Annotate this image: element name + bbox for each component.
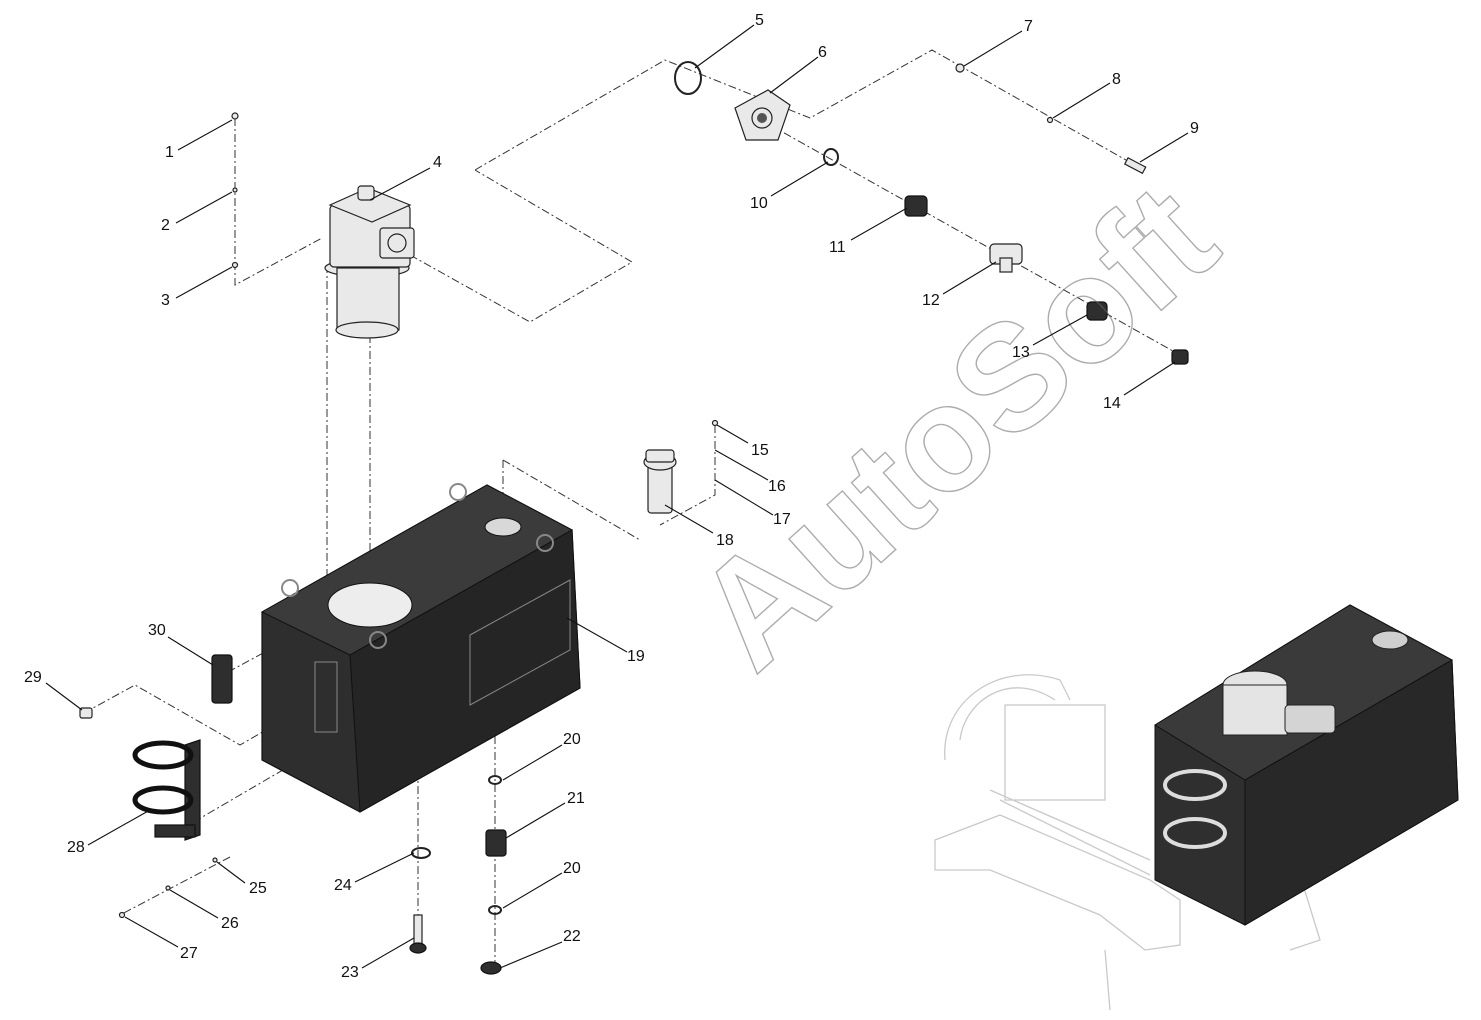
callout-21: 21 <box>567 790 585 807</box>
callout-1: 1 <box>165 144 174 161</box>
callout-22: 22 <box>563 928 581 945</box>
breather-filler <box>643 449 677 514</box>
callout-9: 9 <box>1190 120 1199 137</box>
callout-4: 4 <box>433 154 442 171</box>
leader-lines <box>45 24 1189 969</box>
callout-labels: 1 2 3 4 5 6 7 8 9 10 11 12 13 14 15 16 1… <box>24 12 1199 981</box>
callout-2: 2 <box>161 217 170 234</box>
flange <box>734 89 791 141</box>
callout-12: 12 <box>922 292 940 309</box>
installed-view <box>934 604 1459 1011</box>
assembly-lines <box>83 49 1181 972</box>
callout-20b: 20 <box>563 860 581 877</box>
callout-11: 11 <box>829 239 846 256</box>
hydraulic-tank <box>260 483 581 813</box>
watermark-text: AutoSoft <box>664 152 1247 700</box>
callout-28: 28 <box>67 839 85 856</box>
return-filter <box>324 185 415 339</box>
callout-5: 5 <box>755 12 764 29</box>
callout-24: 24 <box>334 877 352 894</box>
callout-3: 3 <box>161 292 170 309</box>
callout-7: 7 <box>1024 18 1033 35</box>
callout-17: 17 <box>773 511 791 528</box>
clamp-bracket <box>132 739 201 841</box>
callout-25: 25 <box>249 880 267 897</box>
callout-26: 26 <box>221 915 239 932</box>
callout-20a: 20 <box>563 731 581 748</box>
callout-10: 10 <box>750 195 768 212</box>
callout-23: 23 <box>341 964 359 981</box>
callout-8: 8 <box>1112 71 1121 88</box>
callout-15: 15 <box>751 442 769 459</box>
callout-27: 27 <box>180 945 198 962</box>
callout-16: 16 <box>768 478 786 495</box>
callout-30: 30 <box>148 622 166 639</box>
callout-14: 14 <box>1103 395 1121 412</box>
fitting-group <box>904 195 1189 365</box>
part-shapes <box>79 61 1189 975</box>
callout-19: 19 <box>627 648 645 665</box>
callout-29: 29 <box>24 669 42 686</box>
callout-6: 6 <box>818 44 827 61</box>
callout-13: 13 <box>1012 344 1030 361</box>
callout-18: 18 <box>716 532 734 549</box>
